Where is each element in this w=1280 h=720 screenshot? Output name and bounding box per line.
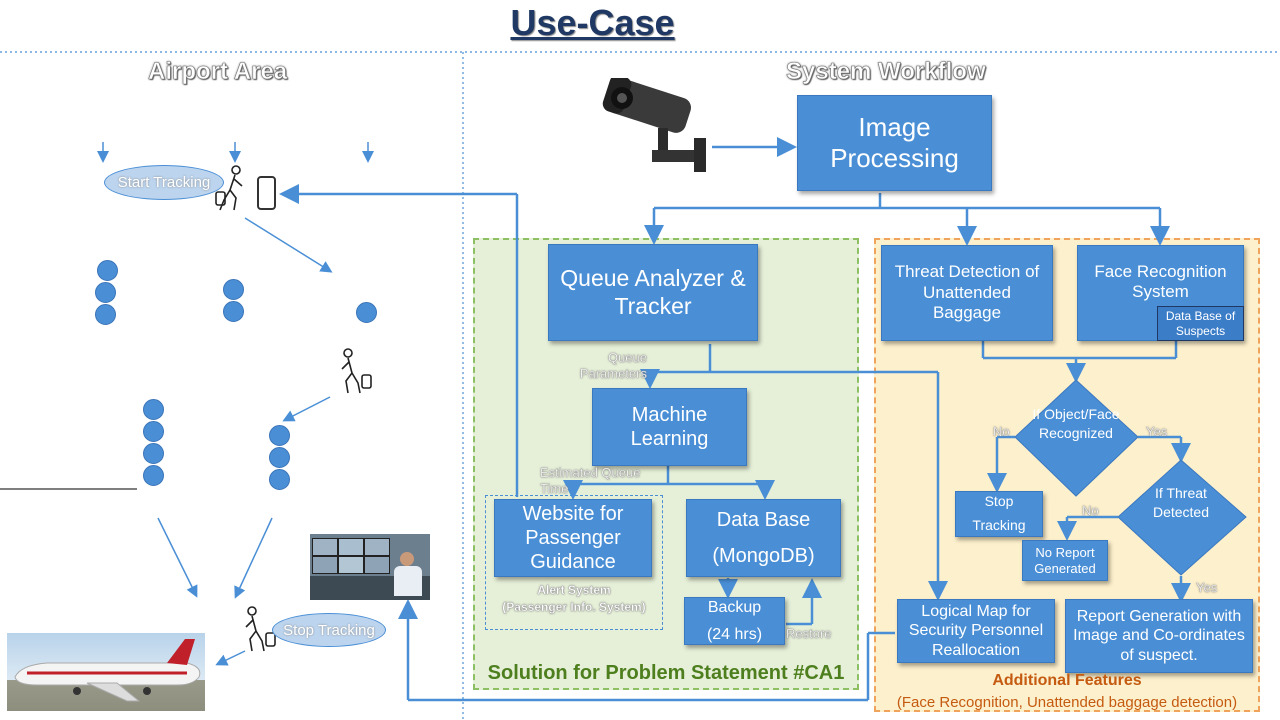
report-generation-box: Report Generation with Image and Co-ordi… bbox=[1065, 599, 1253, 673]
airplane-photo bbox=[7, 633, 205, 711]
additional-features-subcaption: (Face Recognition, Unattended baggage de… bbox=[896, 694, 1238, 711]
cctv-camera-icon bbox=[600, 78, 712, 174]
additional-features-caption: Additional Features bbox=[992, 672, 1142, 689]
airport-area-header: Airport Area bbox=[148, 58, 288, 86]
threat-detection-box: Threat Detection of Unattended Baggage bbox=[881, 245, 1053, 341]
backup-subtitle: (24 hrs) bbox=[706, 626, 763, 643]
start-tracking-oval: Start Tracking bbox=[104, 165, 224, 200]
queue-dot bbox=[95, 282, 116, 303]
database-box: Data Base (MongoDB) bbox=[686, 499, 841, 577]
traveler-icon bbox=[208, 164, 250, 212]
queue-dot bbox=[269, 447, 290, 468]
queue-dot bbox=[223, 279, 244, 300]
database-subtitle: (MongoDB) bbox=[712, 545, 815, 567]
queue-dot bbox=[269, 469, 290, 490]
queue-dot bbox=[269, 425, 290, 446]
queue-dot bbox=[97, 260, 118, 281]
alert-system-label: Alert System bbox=[537, 583, 611, 597]
threat-decision: If Threat Detected bbox=[1152, 485, 1210, 520]
queue-dot bbox=[143, 421, 164, 442]
no-label-threat: No bbox=[1082, 503, 1099, 518]
solution-caption: Solution for Problem Statement #CA1 bbox=[487, 662, 845, 684]
queue-dot bbox=[143, 399, 164, 420]
alert-system-frame bbox=[485, 495, 663, 630]
recognized-decision: If Object/Face Recognized bbox=[1032, 406, 1120, 441]
stop-tracking-box: Stop Tracking bbox=[955, 491, 1043, 537]
machine-learning-box: Machine Learning bbox=[592, 388, 747, 466]
queue-analyzer-box: Queue Analyzer & Tracker bbox=[548, 244, 758, 341]
image-processing-box: Image Processing bbox=[797, 95, 992, 191]
restore-label: Restore bbox=[786, 626, 832, 641]
no-label-recognized: No bbox=[993, 424, 1010, 439]
queue-dot bbox=[95, 304, 116, 325]
traveler-icon bbox=[332, 347, 380, 395]
queue-dot bbox=[223, 301, 244, 322]
logical-map-box: Logical Map for Security Personnel Reall… bbox=[897, 599, 1055, 663]
smartphone-icon bbox=[257, 176, 276, 210]
backup-title: Backup bbox=[707, 598, 762, 616]
yes-label-recognized: Yes bbox=[1146, 424, 1168, 439]
stop-tracking-oval: Stop Tracking bbox=[272, 613, 386, 647]
database-title: Data Base bbox=[716, 509, 811, 531]
system-workflow-header: System Workflow bbox=[786, 58, 986, 86]
backup-box: Backup (24 hrs) bbox=[684, 597, 785, 645]
queue-dot bbox=[143, 443, 164, 464]
website-box: Website for Passenger Guidance bbox=[494, 499, 652, 577]
yes-label-threat: Yes bbox=[1196, 580, 1218, 595]
queue-parameters-label: Queue Parameters bbox=[579, 350, 648, 381]
control-room-photo bbox=[310, 534, 430, 600]
suspect-database-box: Data Base of Suspects bbox=[1157, 306, 1244, 341]
traveler-icon bbox=[240, 605, 282, 653]
queue-dot bbox=[356, 302, 377, 323]
passenger-info-label: (Passenger Info. System) bbox=[502, 600, 646, 614]
no-report-box: No Report Generated bbox=[1022, 540, 1108, 581]
page-title: Use-Case bbox=[510, 2, 675, 43]
queue-dot bbox=[143, 465, 164, 486]
estimated-queue-time-label: Estimated Queue Time bbox=[540, 465, 641, 496]
